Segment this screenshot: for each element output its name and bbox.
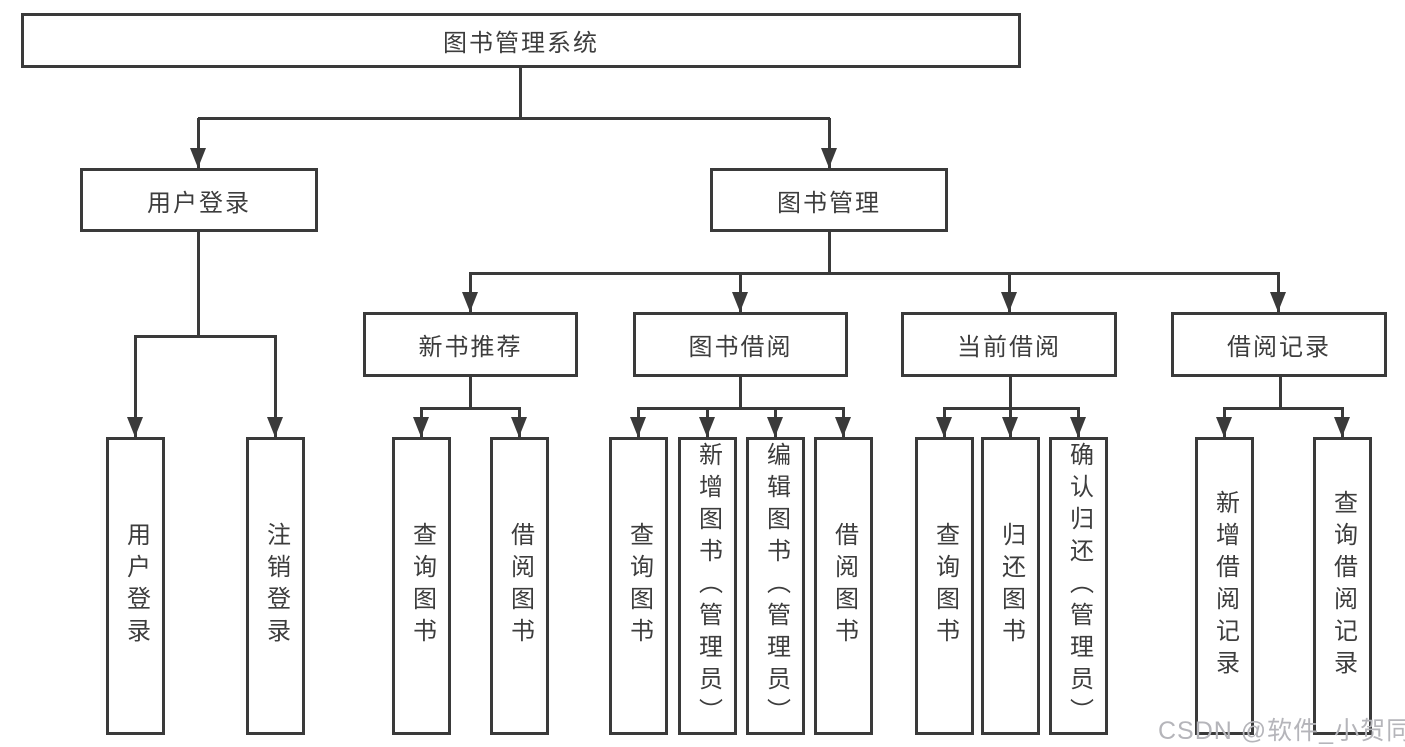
arrowhead-down: [1001, 292, 1017, 312]
connector-line: [469, 272, 1280, 275]
arrowhead-down: [1002, 417, 1018, 437]
arrowhead-down: [936, 417, 952, 437]
arrowhead-down: [1270, 292, 1286, 312]
connector-line: [197, 118, 200, 168]
connector-line: [274, 336, 277, 437]
arrowhead-down: [127, 417, 143, 437]
node-label: 借阅图书: [830, 522, 858, 650]
arrowhead-down: [190, 148, 206, 168]
node-label: 查询借阅记录: [1329, 490, 1357, 682]
leaf-confirm-return-admin: 确认归还（管理员）: [1049, 437, 1108, 735]
leaf-logout: 注销登录: [246, 437, 305, 735]
leaf-borrow-books-borrowing: 借阅图书: [814, 437, 873, 735]
connector-line: [828, 232, 831, 273]
connector-line: [420, 407, 521, 410]
node-label: 借阅记录: [1227, 334, 1331, 361]
leaf-user-login: 用户登录: [106, 437, 165, 735]
node-label: 新增图书（管理员）: [694, 442, 722, 730]
watermark: CSDN @软件_小贺同学: [1158, 717, 1405, 745]
connector-line: [828, 118, 831, 168]
node-label: 查询图书: [625, 522, 653, 650]
connector-line: [637, 407, 845, 410]
node-label: 用户登录: [122, 522, 150, 650]
arrowhead-down: [1334, 417, 1350, 437]
connector-line: [198, 117, 830, 120]
arrowhead-down: [462, 292, 478, 312]
node-label: 新书推荐: [418, 334, 523, 361]
arrowhead-down: [732, 292, 748, 312]
arrowhead-down: [835, 417, 851, 437]
node-label: 图书管理: [777, 189, 881, 217]
node-label: 用户登录: [147, 189, 251, 217]
connector-line: [1279, 377, 1282, 408]
node-label: 查询图书: [408, 522, 436, 650]
arrowhead-down: [1216, 417, 1232, 437]
node-label: 图书管理系统: [443, 30, 599, 57]
node-book-management: 图书管理: [710, 168, 948, 232]
connector-line: [739, 377, 742, 408]
leaf-edit-book-admin: 编辑图书（管理员）: [746, 437, 805, 735]
connector-line: [943, 407, 1080, 410]
connector-line: [1223, 407, 1344, 410]
node-label: 查询图书: [931, 522, 959, 650]
node-library-system: 图书管理系统: [21, 13, 1021, 68]
node-label: 归还图书: [997, 522, 1025, 650]
connector-line: [134, 335, 277, 338]
leaf-query-borrow-record: 查询借阅记录: [1313, 437, 1372, 735]
node-label: 图书借阅: [688, 334, 793, 361]
leaf-return-book: 归还图书: [981, 437, 1040, 735]
arrowhead-down: [511, 417, 527, 437]
node-label: 借阅图书: [506, 522, 534, 650]
leaf-add-book-admin: 新增图书（管理员）: [678, 437, 737, 735]
arrowhead-down: [767, 417, 783, 437]
leaf-query-books-recommend: 查询图书: [392, 437, 451, 735]
node-current-borrowing: 当前借阅: [901, 312, 1117, 377]
arrowhead-down: [630, 417, 646, 437]
connector-line: [197, 232, 200, 336]
arrowhead-down: [267, 417, 283, 437]
connector-line: [519, 68, 522, 118]
node-label: 当前借阅: [957, 334, 1061, 361]
arrowhead-down: [1070, 417, 1086, 437]
leaf-query-books-borrowing: 查询图书: [609, 437, 668, 735]
connector-line: [134, 336, 137, 437]
leaf-add-borrow-record: 新增借阅记录: [1195, 437, 1254, 735]
connector-line: [469, 377, 472, 408]
node-new-book-recommend: 新书推荐: [363, 312, 578, 377]
node-book-borrowing: 图书借阅: [633, 312, 848, 377]
node-label: 新增借阅记录: [1211, 490, 1239, 682]
node-label: 编辑图书（管理员）: [762, 442, 790, 730]
leaf-borrow-books-recommend: 借阅图书: [490, 437, 549, 735]
node-borrowing-records: 借阅记录: [1171, 312, 1387, 377]
node-user-login: 用户登录: [80, 168, 318, 232]
leaf-query-books-current: 查询图书: [915, 437, 974, 735]
arrowhead-down: [821, 148, 837, 168]
node-label: 注销登录: [262, 522, 290, 650]
arrowhead-down: [699, 417, 715, 437]
arrowhead-down: [413, 417, 429, 437]
node-label: 确认归还（管理员）: [1065, 442, 1093, 730]
